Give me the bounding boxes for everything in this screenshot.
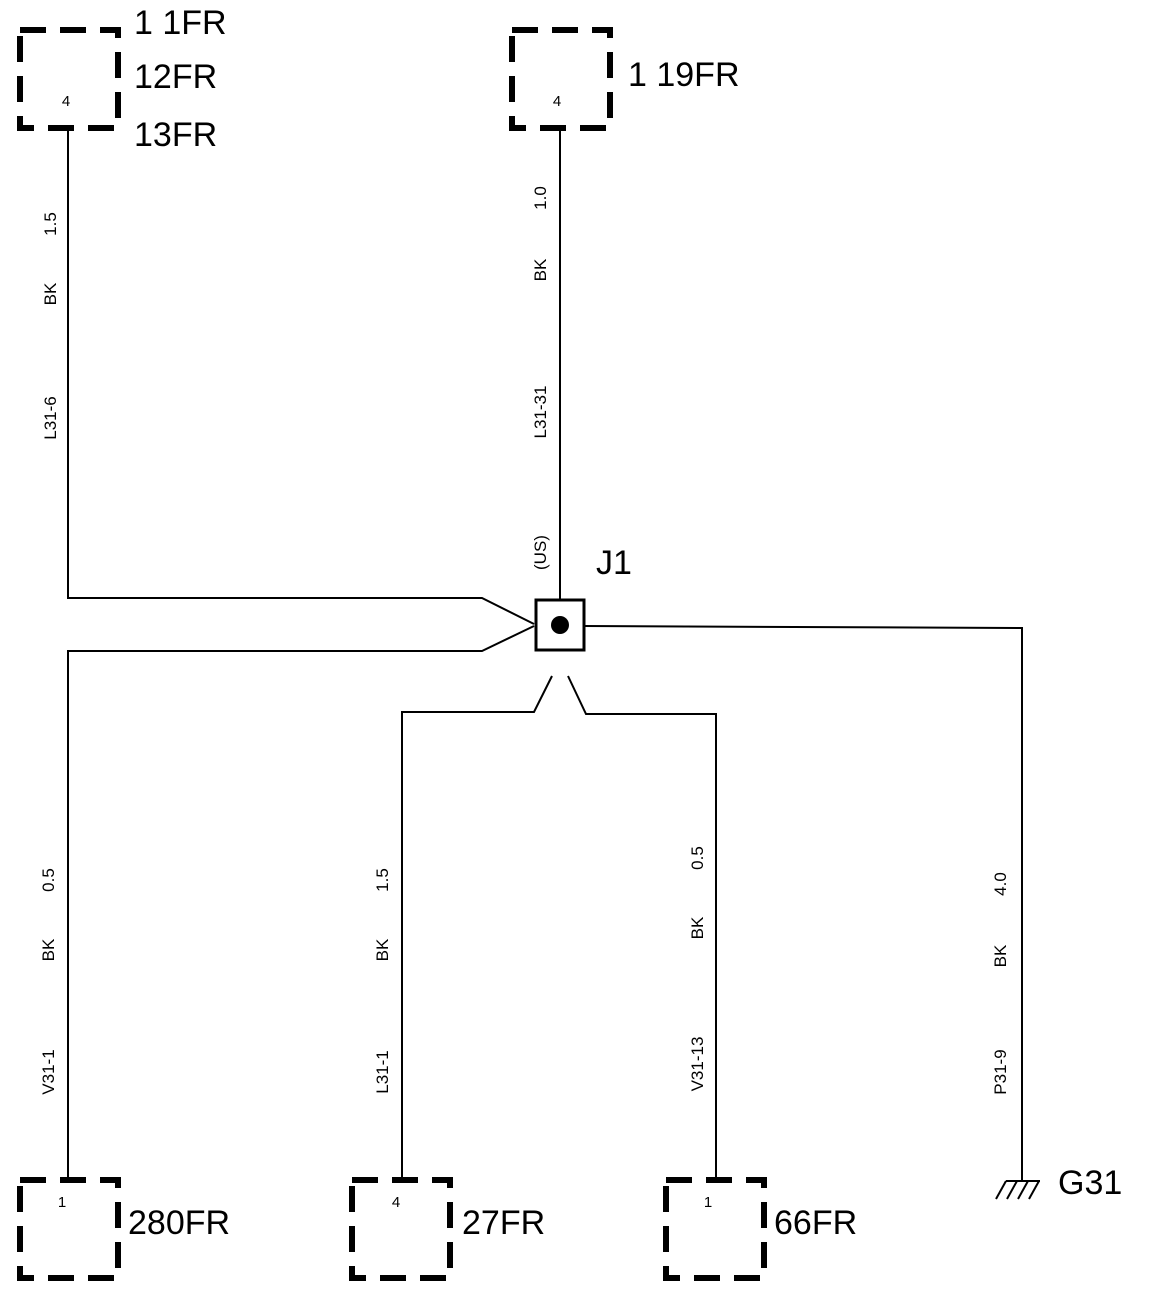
ground-icon <box>995 1180 1040 1200</box>
wire-gauge-top-left: 1.5 <box>41 212 60 236</box>
junction-box <box>534 598 586 652</box>
connector-label-1fr: 1 1FR <box>134 4 227 42</box>
connector-label-66fr: 66FR <box>774 1204 857 1242</box>
wire-id-top-left: L31-6 <box>41 396 60 439</box>
connector-bottom-1 <box>17 1177 121 1281</box>
wire-gauge-top-mid: 1.0 <box>531 186 550 210</box>
wire-gauge-bottom-2: 1.5 <box>373 868 392 892</box>
pin-number-top-mid: 4 <box>553 93 561 110</box>
wire-id-ground: P31-9 <box>991 1049 1010 1094</box>
wire-bottom-1 <box>67 625 535 1180</box>
wire-id-bottom-1: V31-1 <box>39 1049 58 1094</box>
pin-number-bottom-3: 1 <box>704 1194 712 1211</box>
wire-top-left <box>67 128 535 625</box>
wire-gauge-bottom-1: 0.5 <box>39 868 58 892</box>
pin-number-bottom-2: 4 <box>392 1194 400 1211</box>
wire-bottom-2 <box>401 675 553 1180</box>
wire-bottom-3 <box>567 675 717 1180</box>
connector-label-27fr: 27FR <box>462 1204 545 1242</box>
junction-label: J1 <box>596 544 632 582</box>
wire-id-bottom-3: V31-13 <box>688 1037 707 1092</box>
connector-bottom-2 <box>349 1177 453 1281</box>
wire-color-top-left: BK <box>41 282 60 305</box>
wire-color-top-mid: BK <box>531 258 550 281</box>
connector-label-12fr: 12FR <box>134 58 217 96</box>
wire-color-bottom-2: BK <box>373 938 392 961</box>
pin-number-top-left: 4 <box>62 93 70 110</box>
wire-id-bottom-2: L31-1 <box>373 1050 392 1093</box>
wire-ground <box>583 625 1023 1180</box>
connector-label-13fr: 13FR <box>134 116 217 154</box>
wire-color-ground: BK <box>991 944 1010 967</box>
connector-label-280fr: 280FR <box>128 1204 230 1242</box>
junction-region-label: (US) <box>531 535 550 570</box>
pin-number-bottom-1: 1 <box>58 1194 66 1211</box>
connector-label-119fr: 1 19FR <box>628 56 740 94</box>
connector-top-left <box>17 27 121 131</box>
connector-bottom-3 <box>663 1177 767 1281</box>
junction-dot <box>551 616 569 634</box>
wire-id-top-mid: L31-31 <box>531 386 550 439</box>
wire-gauge-bottom-3: 0.5 <box>688 846 707 870</box>
wire-color-bottom-1: BK <box>39 938 58 961</box>
wire-gauge-ground: 4.0 <box>991 872 1010 896</box>
connector-top-mid <box>509 27 613 131</box>
wire-color-bottom-3: BK <box>688 916 707 939</box>
ground-label: G31 <box>1058 1164 1122 1202</box>
